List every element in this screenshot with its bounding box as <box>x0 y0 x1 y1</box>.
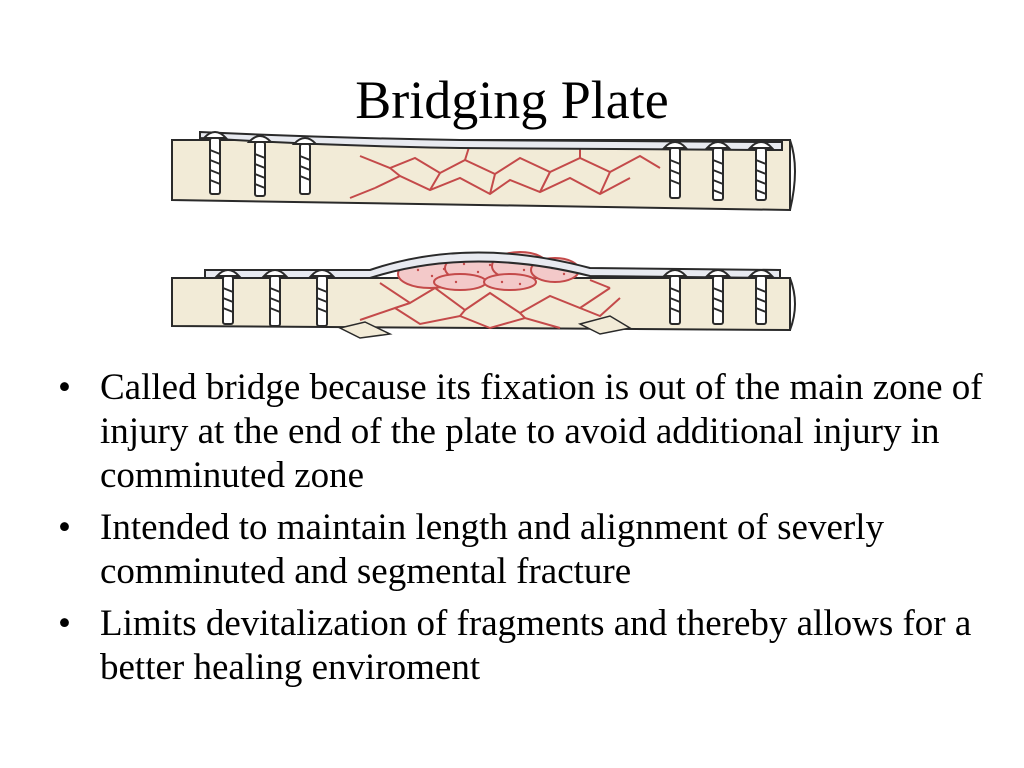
bone-fragment <box>577 315 633 335</box>
bullet-text: Limits devitalization of fragments and t… <box>100 603 972 688</box>
bottom-plate <box>204 251 781 280</box>
bullet-dot: • <box>58 507 71 548</box>
bottom-screws <box>214 269 775 327</box>
top-fracture-lines <box>349 143 661 199</box>
bottom-bone <box>171 251 796 339</box>
bottom-fracture-lines <box>359 279 621 330</box>
bone-fragment <box>337 321 393 339</box>
screw <box>214 269 242 325</box>
screw <box>661 269 689 325</box>
screw <box>704 269 732 325</box>
screw <box>308 269 336 327</box>
screw <box>201 131 229 195</box>
screw <box>261 269 289 327</box>
bullet-text: Intended to maintain length and alignmen… <box>100 507 884 592</box>
top-screws <box>201 131 775 201</box>
bullet-dot: • <box>58 603 71 644</box>
bullet-item: • Limits devitalization of fragments and… <box>56 602 996 690</box>
screw <box>661 141 689 199</box>
bullet-list: • Called bridge because its fixation is … <box>56 366 996 698</box>
screw <box>704 141 732 201</box>
screw <box>291 137 319 195</box>
bullet-text: Called bridge because its fixation is ou… <box>100 367 983 496</box>
screw <box>747 269 775 325</box>
bullet-dot: • <box>58 367 71 408</box>
bullet-item: • Intended to maintain length and alignm… <box>56 506 996 594</box>
slide-title: Bridging Plate <box>355 70 669 130</box>
top-bone <box>171 130 796 212</box>
bridging-plate-illustration <box>171 130 796 339</box>
screw <box>747 141 775 201</box>
screw <box>246 135 274 197</box>
bullet-item: • Called bridge because its fixation is … <box>56 366 996 498</box>
